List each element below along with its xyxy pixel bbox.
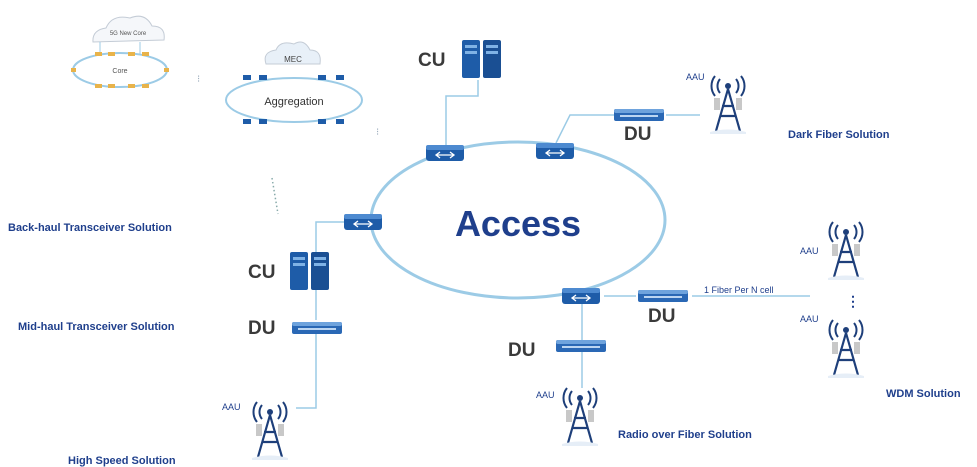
access-switch-left bbox=[343, 213, 383, 231]
cu-server-left bbox=[290, 252, 329, 290]
tower-dark-fiber bbox=[708, 74, 748, 136]
fiber-per-n-label: 1 Fiber Per N cell bbox=[704, 285, 774, 295]
access-switch-top-right bbox=[535, 142, 575, 160]
du-box-wdm bbox=[638, 290, 688, 302]
access-switch-bottom bbox=[561, 287, 601, 305]
du-box-rof bbox=[556, 340, 606, 352]
backhaul-solution-label: Back-haul Transceiver Solution bbox=[8, 222, 172, 234]
aau-label-left: AAU bbox=[222, 402, 241, 412]
wdm-solution-label: WDM Solution bbox=[886, 388, 961, 400]
aggregation-ellipsis: ⁝ bbox=[376, 127, 379, 138]
midhaul-solution-label: Mid-haul Transceiver Solution bbox=[18, 321, 175, 333]
mec-cloud-label: MEC bbox=[284, 55, 302, 64]
aggregation-ring-label: Aggregation bbox=[264, 96, 323, 108]
cu-server-top bbox=[462, 40, 501, 78]
aau-label-wdm-bottom: AAU bbox=[800, 314, 819, 324]
backhaul-dotted-link bbox=[271, 177, 279, 215]
du-label-dark-fiber: DU bbox=[624, 124, 651, 145]
aggregation-block: MEC Aggregation ⁝ bbox=[225, 41, 379, 138]
tower-wdm-top bbox=[826, 220, 866, 282]
du-label-rof: DU bbox=[508, 340, 535, 361]
core-block: 5G New Core Core ⁝ bbox=[71, 15, 200, 88]
connection-lines bbox=[296, 80, 810, 409]
aau-label-wdm-top: AAU bbox=[800, 246, 819, 256]
high-speed-solution-label: High Speed Solution bbox=[68, 455, 176, 467]
cu-label-left: CU bbox=[248, 262, 275, 283]
core-ellipsis: ⁝ bbox=[197, 74, 200, 85]
core-ring-label: Core bbox=[112, 68, 127, 75]
du-box-left bbox=[292, 322, 342, 334]
access-label: Access bbox=[455, 203, 581, 244]
tower-rof bbox=[560, 386, 600, 448]
wdm-ellipsis: ⋮ bbox=[846, 293, 860, 309]
cu-label-top: CU bbox=[418, 50, 445, 71]
rof-solution-label: Radio over Fiber Solution bbox=[618, 429, 752, 441]
access-switch-top-left bbox=[425, 144, 465, 162]
tower-wdm-bottom bbox=[826, 318, 866, 380]
aau-label-dark-fiber: AAU bbox=[686, 72, 705, 82]
tower-high-speed bbox=[250, 400, 290, 462]
du-label-left: DU bbox=[248, 318, 275, 339]
du-label-wdm: DU bbox=[648, 306, 675, 327]
aau-label-rof: AAU bbox=[536, 390, 555, 400]
du-box-dark-fiber bbox=[614, 109, 664, 121]
core-cloud-label: 5G New Core bbox=[110, 31, 147, 37]
dark-fiber-solution-label: Dark Fiber Solution bbox=[788, 129, 890, 141]
